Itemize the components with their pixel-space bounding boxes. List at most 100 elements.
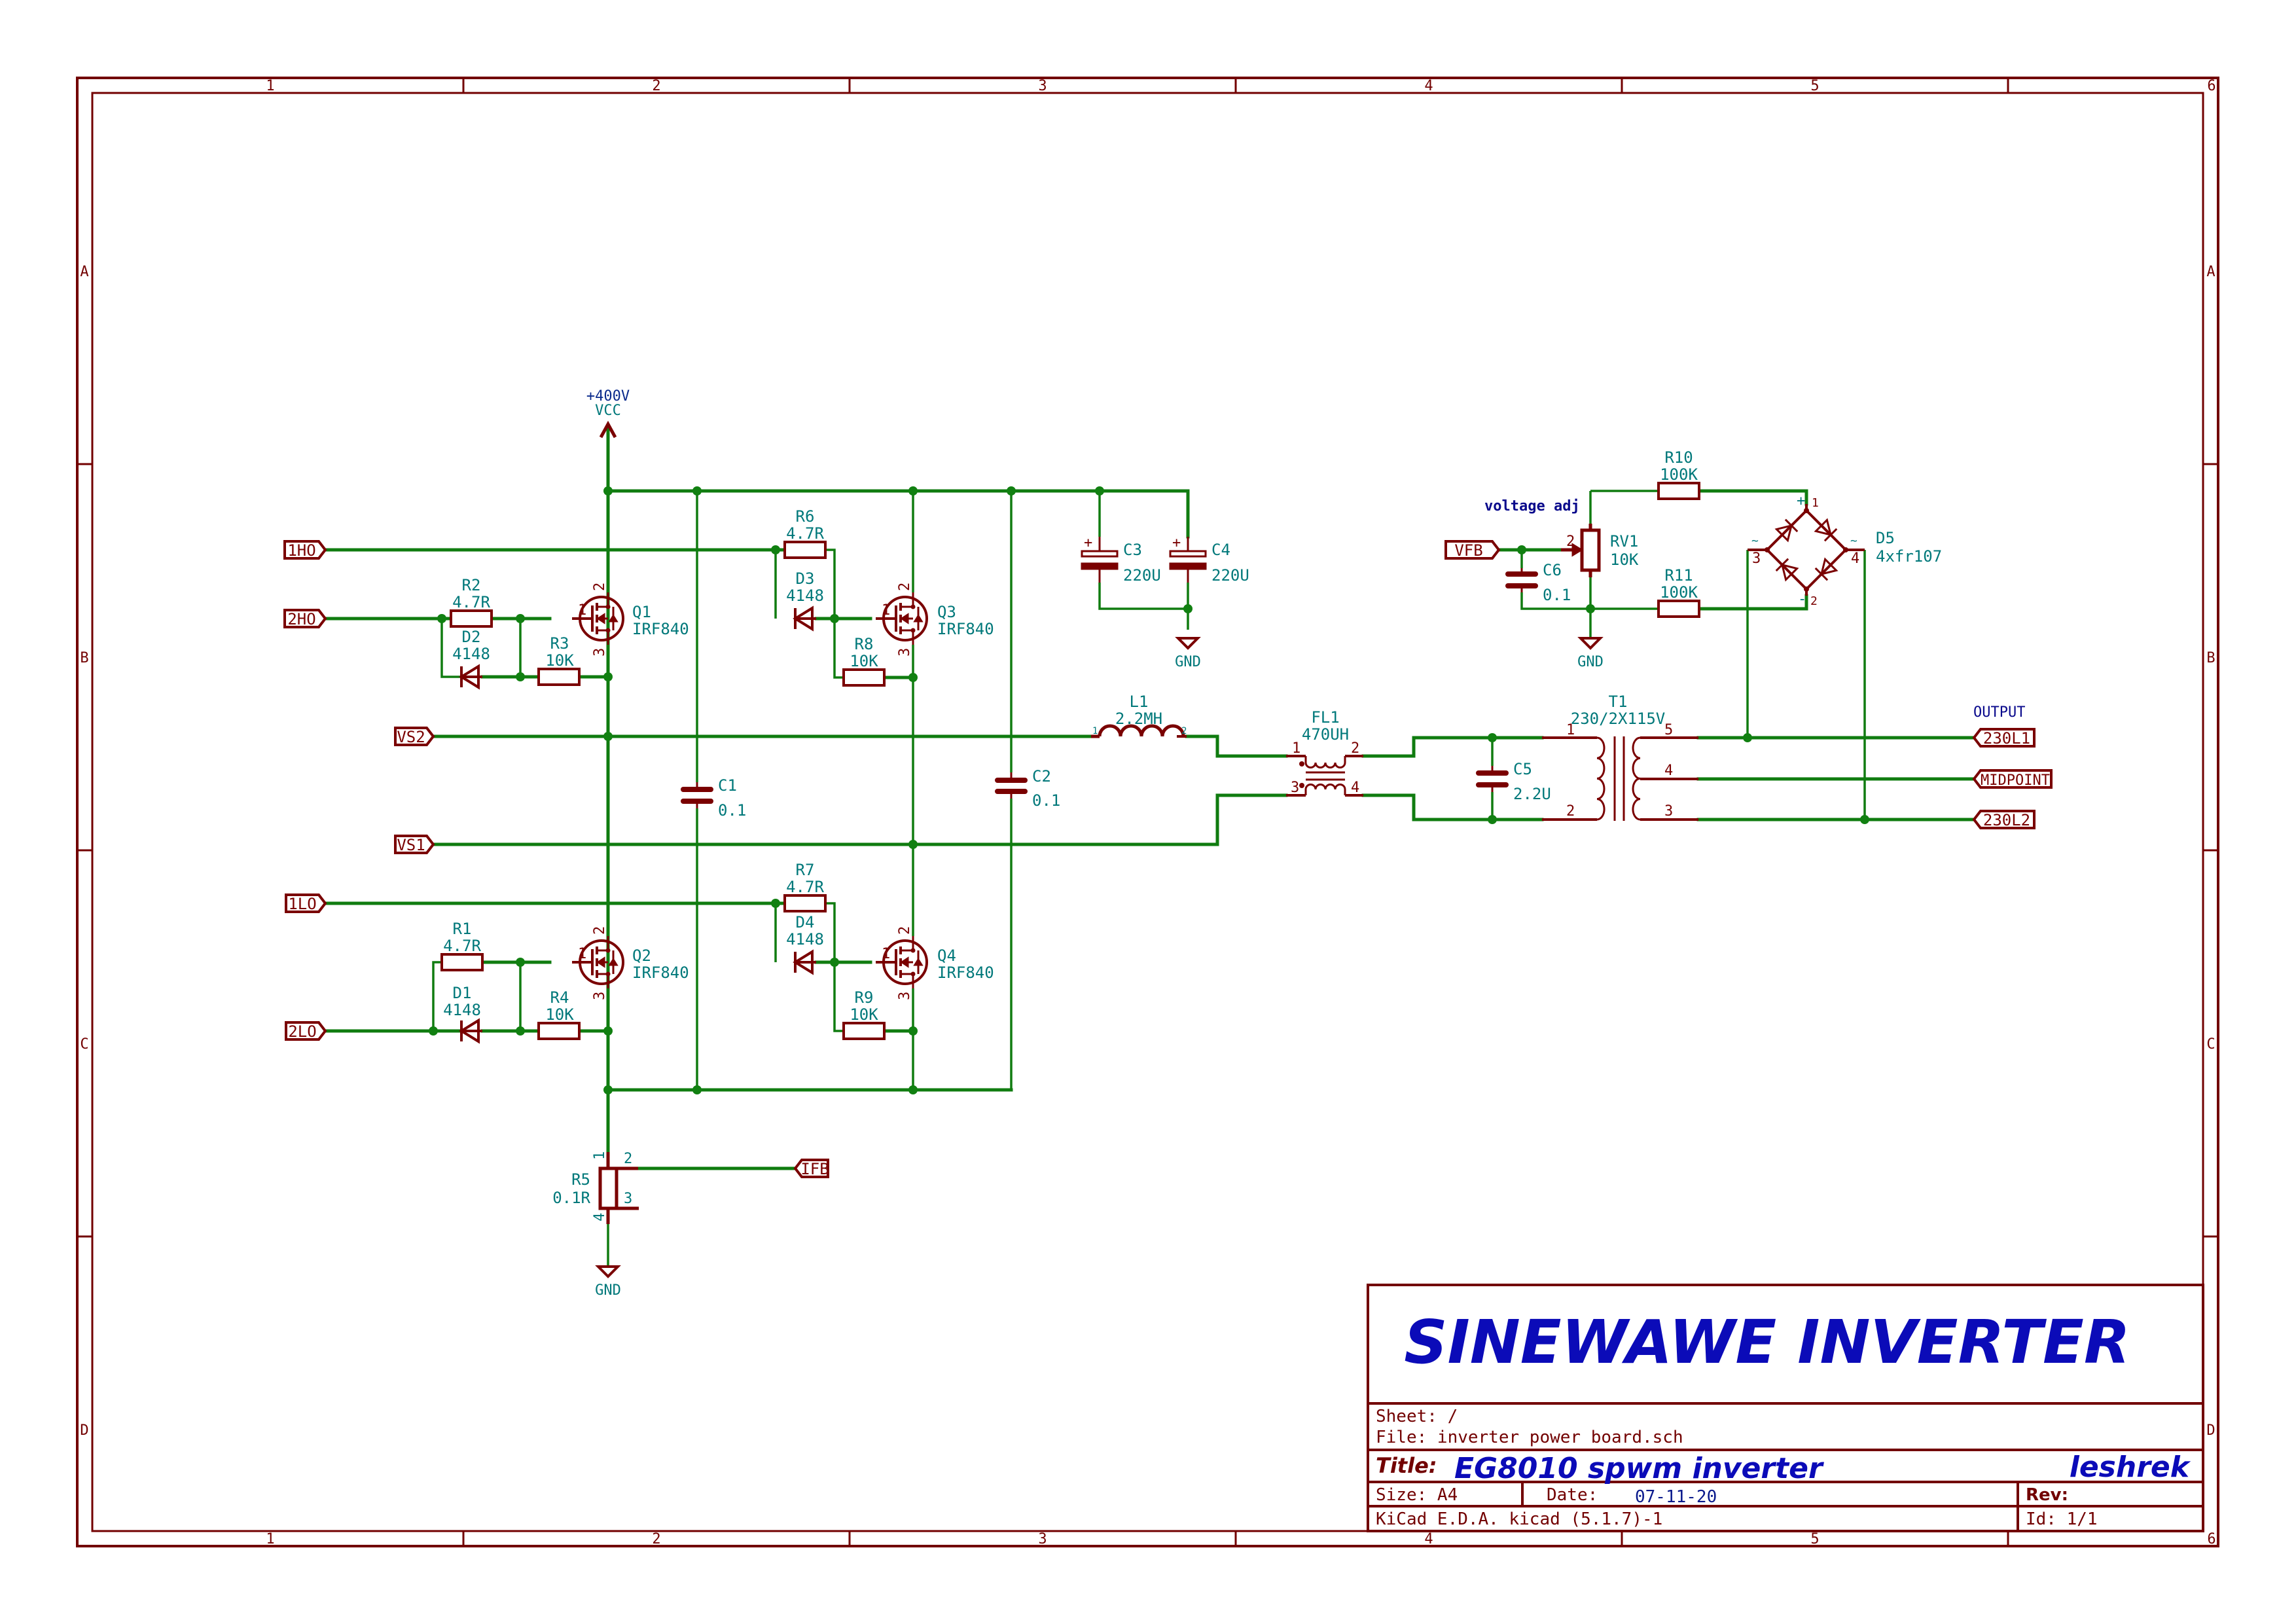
row-label: C	[2206, 1036, 2215, 1053]
flag-1ho[interactable]: 1HO	[283, 540, 327, 560]
pin-number: 4	[1351, 780, 1359, 796]
pin-number: 4	[1851, 550, 1859, 567]
flag-2lo[interactable]: 2LO	[285, 1021, 327, 1041]
flag-ifb[interactable]: IFB	[793, 1159, 829, 1178]
junction-dot	[603, 1026, 613, 1036]
flag-1lo[interactable]: 1LO	[285, 893, 327, 913]
junction-dot	[1517, 545, 1526, 554]
rev-label: Rev:	[2026, 1485, 2068, 1505]
polarity-plus-sign: +	[1172, 535, 1181, 551]
pin-number: 1	[1812, 496, 1819, 510]
bridge-diode-icon	[1774, 518, 1799, 543]
junction-dot	[908, 673, 918, 682]
flag-vs2-label: VS2	[397, 728, 425, 746]
r9-value: 10K	[850, 1005, 878, 1024]
pin-number: 3	[624, 1191, 632, 1207]
capacitor-c1[interactable]: C10.1	[681, 776, 746, 820]
bridge-plus-sign: +	[1797, 493, 1805, 509]
pin-number: 5	[1664, 722, 1673, 738]
junction-dot	[603, 486, 613, 496]
pin-number: 3	[897, 992, 913, 1000]
flag-230l1[interactable]: 230L1	[1972, 728, 2036, 748]
junction-dot	[1743, 733, 1752, 742]
column-label: 4	[1424, 78, 1433, 94]
junction-dot	[1007, 486, 1016, 496]
flag-vs2[interactable]: VS2	[394, 727, 435, 746]
pin-number: 1	[882, 946, 890, 962]
r5-ref: R5	[571, 1170, 590, 1189]
choke-fl1[interactable]: 1 2 3 4 FL1 470UH	[1286, 708, 1363, 797]
flag-midpoint[interactable]: MIDPOINT	[1972, 769, 2053, 789]
pin-number: 1	[1092, 726, 1098, 736]
voltage-adj-note: voltage adj	[1484, 498, 1580, 514]
d3-value: 4148	[786, 586, 824, 605]
pin-number: 3	[592, 648, 608, 657]
pin-number: 2	[592, 926, 608, 935]
c6-ref: C6	[1543, 561, 1562, 579]
pin-number: 2	[897, 583, 913, 591]
banner-title: SINEWAWE INVERTER	[1404, 1307, 2130, 1377]
r2-value: 4.7R	[452, 593, 490, 611]
column-label: 6	[2207, 78, 2215, 94]
gnd-label: GND	[595, 1282, 621, 1299]
junction-dot	[908, 840, 918, 849]
pin-number: 2	[624, 1151, 632, 1167]
flag-2lo-label: 2LO	[288, 1022, 316, 1041]
resistor-r1[interactable]: R14.7R	[440, 920, 484, 971]
flag-230l1-label: 230L1	[1983, 729, 2030, 748]
q1-value: IRF840	[632, 620, 689, 638]
flag-230l2[interactable]: 230L2	[1972, 810, 2036, 829]
column-label: 3	[1038, 78, 1047, 94]
r8-value: 10K	[850, 652, 878, 670]
flag-vs1[interactable]: VS1	[394, 835, 435, 854]
pin-number: 3	[1664, 803, 1673, 820]
shunt-resistor-r5[interactable]: 1 2 3 4 R5 0.1R	[552, 1151, 639, 1224]
t1-value: 230/2X115V	[1571, 710, 1666, 728]
bridge-diode-icon	[1775, 558, 1799, 582]
column-label: 5	[1810, 1531, 1819, 1547]
d4-ref: D4	[796, 913, 815, 931]
pin-number: 1	[1566, 722, 1575, 738]
resistor-r2[interactable]: R24.7R	[450, 576, 493, 628]
d5-value: 4xfr107	[1876, 547, 1942, 566]
q4-value: IRF840	[937, 964, 994, 982]
transformer-t1[interactable]: 1 2 5 4 3 T1 230/2X115V	[1542, 693, 1698, 821]
capacitor-c6[interactable]: C60.1	[1505, 561, 1571, 604]
q2-ref: Q2	[632, 947, 651, 965]
potentiometer-rv1[interactable]: 2 RV1 10K	[1561, 524, 1639, 577]
vcc-symbol: +400V VCC	[586, 388, 630, 439]
capacitor-c2[interactable]: C20.1	[995, 767, 1060, 810]
inductor-l1[interactable]: 1 2 L1 2.2MH	[1091, 693, 1187, 738]
capacitor-c5[interactable]: C52.2U	[1476, 760, 1551, 803]
column-label: 4	[1424, 1531, 1433, 1547]
resistor-r6[interactable]: R64.7R	[783, 507, 827, 559]
gnd-symbol-rv1: GND	[1577, 637, 1604, 670]
q3-value: IRF840	[937, 620, 994, 638]
r4-ref: R4	[550, 988, 569, 1007]
flag-midpoint-label: MIDPOINT	[1981, 772, 2050, 789]
bridge-rectifier-d5[interactable]: + 1 ~ 3 ~ 4 - 2 D5 4xfr107	[1748, 493, 1942, 608]
flag-vfb[interactable]: VFB	[1444, 540, 1501, 560]
flag-2ho[interactable]: 2HO	[283, 609, 327, 628]
vcc-value-label: +400V	[586, 388, 630, 405]
d1-ref: D1	[453, 984, 472, 1002]
junction-dot	[771, 545, 780, 554]
resistor-r7[interactable]: R74.7R	[783, 861, 827, 912]
